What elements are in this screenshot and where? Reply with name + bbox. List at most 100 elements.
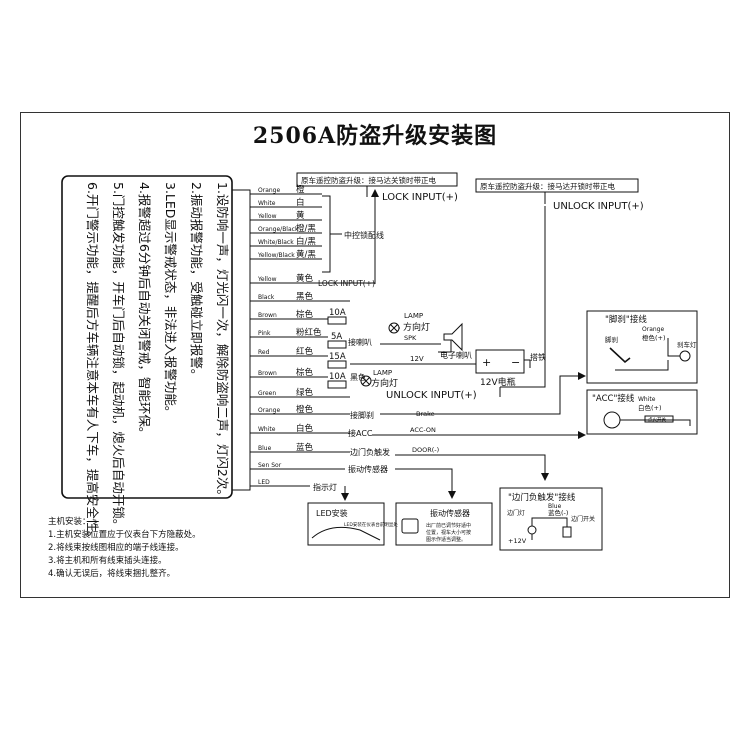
acc-connect-label: 接ACC <box>348 428 373 438</box>
wire-color-cn: 橙色 <box>296 404 314 415</box>
ignition-key-icon <box>603 411 621 429</box>
door-wiring-box <box>499 487 603 551</box>
spk-label: SPK <box>404 334 417 342</box>
lock-input-wire-label: LOCK INPUT(+) <box>318 279 375 288</box>
wire-color-en: Orange <box>258 407 280 414</box>
vib-box-note-3: 图示作适当调整。 <box>426 536 466 543</box>
brake-pedal-icon <box>609 347 631 364</box>
brake-box-pedal: 脚刹 <box>605 335 618 344</box>
wire-color-en: Orange/Black <box>258 226 299 233</box>
diagram-title: 2506A防盗升级安装图 <box>252 123 498 149</box>
brake-box-orange-cn: 橙色(+) <box>642 333 666 342</box>
acc-box-white: White <box>638 396 656 403</box>
brake-box-lamp: 刹车灯 <box>677 340 697 349</box>
fuse-area: 10A 5A 15A 10A <box>327 308 347 389</box>
vib-box-note-2: 位置，视车大小可按 <box>426 529 471 536</box>
wire-color-en: Black <box>258 294 275 301</box>
wire-color-en: Red <box>258 349 270 356</box>
central-lock-label: 中控锁配线 <box>344 230 384 240</box>
vib-box-note-1: 出厂前已调节好适中 <box>426 522 471 529</box>
vib-sensor-box <box>395 502 493 546</box>
install-step-3: 3.将主机和所有线束插头连接。 <box>48 555 167 566</box>
wire-color-cn: 粉红色 <box>296 327 322 338</box>
vib-sensor-wire-label: 振动传感器 <box>348 464 388 474</box>
fuse-10a-1-label: 10A <box>329 308 346 318</box>
svg-text:−: − <box>511 356 520 369</box>
brake-lamp-icon <box>679 350 691 362</box>
wire-color-cn: 白色 <box>296 423 314 434</box>
brake-box-title: "脚刹"接线 <box>605 314 647 325</box>
door-route <box>395 454 549 481</box>
turn-lamp-2-label: 方向灯 <box>371 377 398 389</box>
wire-color-en: Brown <box>258 312 277 319</box>
orig-lock-box <box>296 172 458 187</box>
wire-color-cn: 蓝色 <box>296 442 314 453</box>
door-box-title: "边门负触发"接线 <box>508 492 576 503</box>
dashboard-icon <box>311 526 381 541</box>
install-heading: 主机安装： <box>48 516 91 527</box>
feature-list: 1.设防响一声，灯光闪一次，解除防盗响二声，灯闪2次。 2.振动报警功能，受触碰… <box>85 182 230 544</box>
door-en-label: DOOR(-) <box>412 446 439 454</box>
wire-color-cn: 黄色 <box>296 273 314 284</box>
wire-color-en: Orange <box>258 187 280 194</box>
unlock-input-label: UNLOCK INPUT(+) <box>553 201 644 212</box>
acc-on-label: ACC-ON <box>410 426 436 434</box>
wire-color-cn: 棕色 <box>296 309 314 320</box>
acc-box-white-cn: 白色(+) <box>638 403 662 412</box>
wire-color-en: White <box>258 200 276 207</box>
feature-3: 3.LED显示警戒状态，非法进入报警功能。 <box>163 182 178 418</box>
led-box-note: LED安装在仪表台前明显处 <box>344 521 398 528</box>
install-step-2: 2.将线束按线图相应的端子线连接。 <box>48 542 184 553</box>
fuse-10a-2 <box>327 380 347 389</box>
central-lock-bracket <box>322 195 331 273</box>
wire-color-en: Blue <box>258 445 272 452</box>
lamp-2-label: LAMP <box>373 369 392 377</box>
svg-text:+: + <box>482 356 491 369</box>
wire-color-en: Yellow <box>257 213 277 220</box>
orig-unlock-box <box>475 178 639 193</box>
wire-color-en: Brown <box>258 370 277 377</box>
fuse-15a-label: 15A <box>329 352 346 362</box>
wire-color-en: Sen Sor <box>258 462 282 469</box>
wire-color-en: LED <box>258 479 270 486</box>
fuse-5a <box>327 340 347 349</box>
ground-label: 搭铁 <box>530 352 546 362</box>
wire-color-cn: 红色 <box>296 346 314 357</box>
acc-box-title: "ACC"接线 <box>592 393 635 404</box>
electronic-horn-label: 电子喇叭 <box>440 350 472 360</box>
wire-color-en: Yellow/Black <box>257 252 295 259</box>
wire-color-en: White/Black <box>258 239 294 246</box>
brake-connect-label: 接脚刹 <box>350 410 374 420</box>
wire-color-cn: 白 <box>296 197 305 208</box>
acc-box-key: 点火开关 <box>648 416 666 423</box>
feature-5: 5.门控触发功能，开车门后自动锁，起动机，熄火后自动开锁。 <box>111 182 126 531</box>
wire-color-en: Green <box>258 390 276 397</box>
wire-color-cn: 橙 <box>296 184 305 195</box>
acc-wiring-box <box>586 389 698 435</box>
install-step-1: 1.主机安装位置应于仪表台下方隐蔽处。 <box>48 529 201 540</box>
indicator-light-label: 指示灯 <box>313 482 337 492</box>
fuse-5a-label: 5A <box>331 332 342 342</box>
turn-lamp-1-label: 方向灯 <box>403 321 430 333</box>
fuse-15a <box>327 360 347 369</box>
feature-6: 6.开门警示功能，提醒后方车辆注意本车有人下车，提高安全性。 <box>85 182 100 544</box>
feature-2: 2.振动报警功能，受触碰立即报警。 <box>189 182 204 381</box>
door-switch-icon <box>562 526 572 538</box>
fuse-10a-2-label: 10A <box>329 372 346 382</box>
door-trigger-label: 边门负触发 <box>350 447 390 457</box>
horn-icon <box>443 322 463 352</box>
vib-box-title: 振动传感器 <box>430 508 470 518</box>
diagram-frame <box>20 112 730 598</box>
door-box-lamp: 边门灯 <box>507 509 525 517</box>
door-lamp-icon <box>527 525 537 535</box>
led-install-box <box>307 502 385 546</box>
wire-color-cn: 棕色 <box>296 367 314 378</box>
door-box-switch: 边门开关 <box>571 515 595 523</box>
wire-color-en: Pink <box>258 330 271 337</box>
feature-1: 1.设防响一声，灯光闪一次，解除防盗响二声，灯闪2次。 <box>215 182 230 502</box>
connect-horn-label: 接喇叭 <box>348 337 372 347</box>
install-step-4: 4.确认无误后，将线束捆扎整齐。 <box>48 568 175 579</box>
orig-unlock-text: 原车遥控防盗升级：接马达开锁时带正电 <box>480 181 615 191</box>
